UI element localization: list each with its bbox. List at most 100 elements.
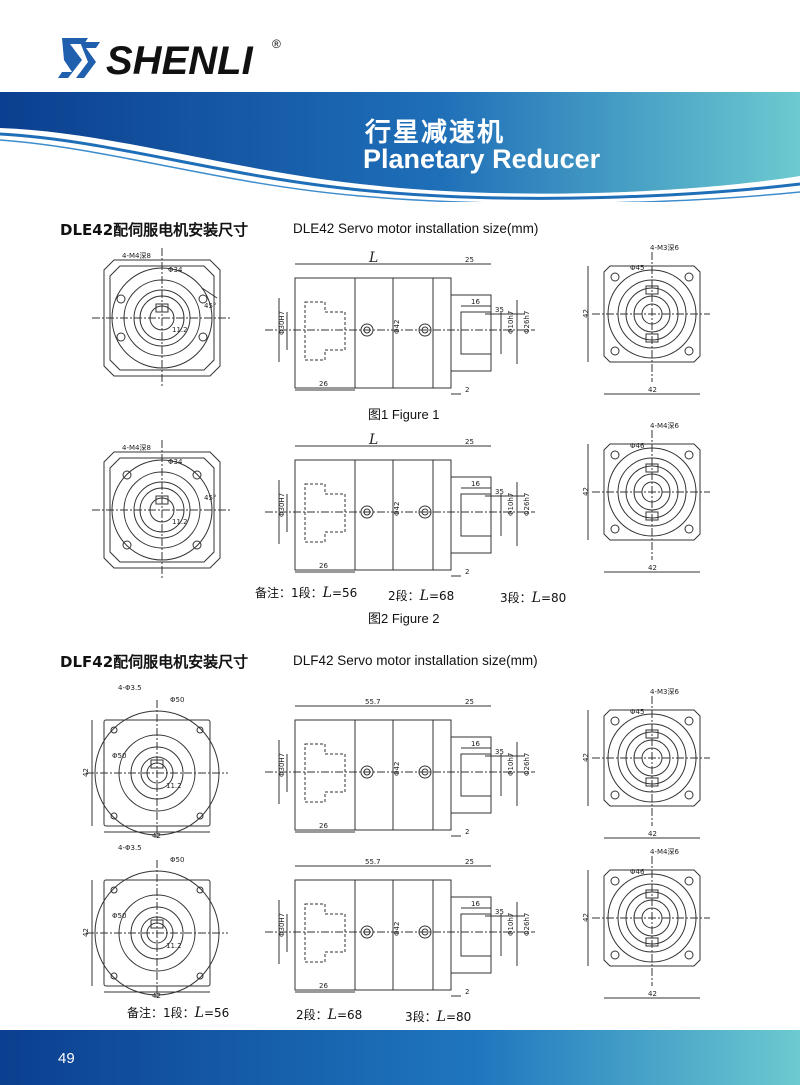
- drawing-rear-view: 4-M4深6 Φ46 42 42: [582, 847, 710, 1006]
- label-phi50-b: Φ50: [112, 912, 126, 920]
- label-42-v: 42: [582, 913, 590, 922]
- label-2: 2: [465, 828, 469, 836]
- label-phi45: Φ45: [630, 264, 644, 272]
- label-112: 11.2: [172, 518, 188, 526]
- label-42-h: 42: [648, 564, 657, 572]
- brand-text: SHENLI: [106, 39, 254, 80]
- section-subheading-dlf42: DLF42 Servo motor installation size(mm): [293, 653, 538, 668]
- label-phi26: Φ26h7: [523, 311, 531, 334]
- label-angle: 45°: [204, 494, 216, 502]
- label-phi45: Φ45: [630, 708, 644, 716]
- note-stage1: 备注：1段：L=56: [255, 585, 358, 601]
- label-26: 26: [319, 982, 328, 990]
- label-42-v: 42: [582, 487, 590, 496]
- label-hole-m4: 4-M4深8: [122, 443, 151, 452]
- label-hole-m4: 4-M4深6: [650, 421, 679, 430]
- figure-1-caption: 图1 Figure 1: [368, 407, 440, 422]
- label-L: L: [368, 432, 378, 448]
- title-cn: 行星减速机: [365, 118, 506, 148]
- section-heading-dlf42: DLF42配伺服电机安装尺寸: [60, 653, 249, 671]
- drawing-front-view: 4-Φ3.5 Φ50 Φ50 42 42 11.2: [82, 684, 228, 840]
- title-en: Planetary Reducer: [363, 144, 601, 174]
- label-557: 55.7: [365, 858, 381, 866]
- label-2: 2: [465, 988, 469, 996]
- header-band: [0, 92, 800, 202]
- label-phi10: Φ10h7: [507, 311, 515, 334]
- label-42-v: 42: [582, 309, 590, 318]
- label-35: 35: [495, 908, 504, 916]
- registered-mark: ®: [272, 37, 281, 51]
- label-112: 11.2: [166, 782, 182, 790]
- note-stage3: 3段：L=80: [405, 1009, 472, 1025]
- label-42-h: 42: [648, 990, 657, 998]
- drawing-side-view: 55.7 25 16 35 26 2 Φ30H7 Φ42 Φ10h7 Φ26h7: [265, 858, 535, 1002]
- label-25: 25: [465, 698, 474, 706]
- shenli-logo: SHENLI ®: [58, 37, 281, 80]
- label-phi50: Φ50: [170, 856, 184, 864]
- drawing-front-view: 4-Φ3.5 Φ50 Φ50 42 42 11.2: [82, 844, 228, 1000]
- label-2: 2: [465, 568, 469, 576]
- label-phi30: Φ30H7: [278, 311, 286, 335]
- label-phi30: Φ30H7: [278, 493, 286, 517]
- label-16: 16: [471, 480, 480, 488]
- drawing-front-view: 4-M4深8 Φ34 45° 11.2: [92, 440, 232, 580]
- label-phi26: Φ26h7: [523, 493, 531, 516]
- label-phi26: Φ26h7: [523, 913, 531, 936]
- label-25: 25: [465, 858, 474, 866]
- drawing-front-view: 4-M4深8 Φ34 45° 11.2: [92, 248, 232, 388]
- label-phi42: Φ42: [393, 762, 401, 776]
- label-42-h: 42: [648, 830, 657, 838]
- label-phi34: Φ34: [168, 458, 183, 466]
- label-2: 2: [465, 386, 469, 394]
- section-heading-dle42: DLE42配伺服电机安装尺寸: [60, 221, 249, 239]
- label-42-v: 42: [82, 928, 90, 937]
- drawing-side-view: L 25 16 35 26 2 Φ30H7 Φ42 Φ10h7 Φ26h7: [265, 250, 535, 400]
- label-26: 26: [319, 822, 328, 830]
- note-stage2: 2段：L=68: [296, 1007, 363, 1023]
- label-phi34: Φ34: [168, 266, 183, 274]
- label-35: 35: [495, 306, 504, 314]
- section-subheading-dle42: DLE42 Servo motor installation size(mm): [293, 221, 539, 236]
- label-phi46: Φ46: [630, 442, 645, 450]
- label-25: 25: [465, 438, 474, 446]
- drawing-side-view: 55.7 25 16 35 26 2 Φ30H7 Φ42 Φ10h7 Φ26h7: [265, 698, 535, 842]
- page-number: 49: [58, 1050, 75, 1067]
- label-phi42: Φ42: [393, 922, 401, 936]
- label-16: 16: [471, 740, 480, 748]
- label-hole-m3: 4-M3深6: [650, 243, 679, 252]
- label-16: 16: [471, 900, 480, 908]
- label-phi30: Φ30H7: [278, 753, 286, 777]
- note-stage1: 备注：1段：L=56: [127, 1005, 230, 1021]
- label-42-v: 42: [82, 768, 90, 777]
- label-phi46: Φ46: [630, 868, 645, 876]
- label-35: 35: [495, 748, 504, 756]
- label-hole-35: 4-Φ3.5: [118, 844, 142, 852]
- label-phi50: Φ50: [170, 696, 184, 704]
- label-phi26: Φ26h7: [523, 753, 531, 776]
- note-stage3: 3段：L=80: [500, 590, 567, 606]
- label-42-h: 42: [152, 832, 161, 840]
- label-16: 16: [471, 298, 480, 306]
- label-phi50-b: Φ50: [112, 752, 126, 760]
- label-42-v: 42: [582, 753, 590, 762]
- footer-band: [0, 1030, 800, 1085]
- drawing-rear-view: 4-M4深6 Φ46 42 42: [582, 421, 710, 580]
- label-angle: 45°: [204, 302, 216, 310]
- label-hole-m4: 4-M4深6: [650, 847, 679, 856]
- label-25: 25: [465, 256, 474, 264]
- label-hole-m3: 4-M3深6: [650, 687, 679, 696]
- label-phi10: Φ10h7: [507, 913, 515, 936]
- label-42-h: 42: [152, 992, 161, 1000]
- label-112: 11.2: [166, 942, 182, 950]
- note-stage2: 2段：L=68: [388, 588, 455, 604]
- label-hole-35: 4-Φ3.5: [118, 684, 142, 692]
- drawing-rear-view: 4-M3深6 Φ45 42 42: [582, 243, 710, 402]
- label-557: 55.7: [365, 698, 381, 706]
- label-phi42: Φ42: [393, 320, 401, 334]
- label-26: 26: [319, 380, 328, 388]
- label-112: 11.2: [172, 326, 188, 334]
- label-phi42: Φ42: [393, 502, 401, 516]
- drawing-rear-view: 4-M3深6 Φ45 42 42: [582, 687, 710, 846]
- figure-2-caption: 图2 Figure 2: [368, 611, 440, 626]
- label-hole-m4: 4-M4深8: [122, 251, 151, 260]
